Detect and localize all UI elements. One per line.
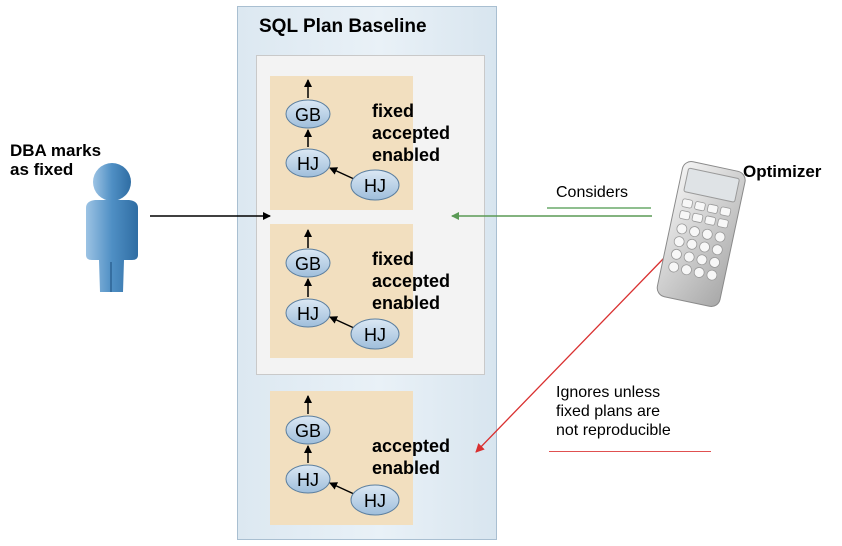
- plan-1-attr-accepted: accepted: [372, 123, 451, 143]
- plan-1-status: fixed accepted enabled: [372, 100, 450, 166]
- svg-text:HJ: HJ: [364, 491, 386, 511]
- dba-label: DBA marks as fixed: [10, 141, 101, 179]
- plan-tree-1: GB HJ HJ: [285, 79, 400, 201]
- svg-text:HJ: HJ: [364, 176, 386, 196]
- plan-1-node-hj: [285, 148, 331, 178]
- svg-text:HJ: HJ: [297, 304, 319, 324]
- considers-label: Considers: [556, 184, 629, 201]
- ignores-underline: [549, 451, 711, 452]
- svg-text:HJ: HJ: [297, 470, 319, 490]
- plan-3-attr-accepted: accepted: [372, 436, 451, 456]
- plan-tree-2: GB HJ HJ: [285, 229, 400, 350]
- plan-1-node-gb: [285, 99, 331, 129]
- dba-label-line1: DBA marks: [10, 141, 102, 160]
- plan-2-status: fixed accepted enabled: [372, 248, 450, 314]
- dba-label-line2: as fixed: [10, 160, 74, 179]
- optimizer-label: Optimizer: [743, 162, 822, 181]
- plan-1-node-hj-child: [350, 169, 400, 201]
- svg-text:GB: GB: [295, 421, 321, 441]
- svg-text:GB: GB: [295, 105, 321, 125]
- considers-underline: [547, 207, 651, 209]
- plan-2-node-hj: [285, 298, 331, 328]
- plan-3-node-hj: [285, 464, 331, 494]
- ignores-label-line2: fixed plans are: [556, 403, 661, 420]
- ignores-label: Ignores unless fixed plans are not repro…: [556, 383, 671, 440]
- plan-2-attr-enabled: enabled: [372, 293, 441, 313]
- plan-2-node-hj-child: [350, 318, 400, 350]
- plan-2-attr-accepted: accepted: [372, 271, 451, 291]
- plan-3-node-hj-child: [350, 484, 400, 516]
- svg-text:HJ: HJ: [364, 325, 386, 345]
- ignores-arrow: [475, 257, 665, 453]
- calculator-icon: [656, 161, 746, 307]
- svg-text:HJ: HJ: [297, 154, 319, 174]
- plan-3-node-gb: [285, 415, 331, 445]
- plan-tree-3: GB HJ HJ: [285, 395, 400, 516]
- ignores-label-line1: Ignores unless: [556, 384, 661, 401]
- baseline-title: SQL Plan Baseline: [259, 16, 427, 37]
- plan-2-attr-fixed: fixed: [372, 249, 415, 269]
- plan-1-attr-enabled: enabled: [372, 145, 441, 165]
- ignores-label-line3: not reproducible: [556, 422, 671, 439]
- plan-3-status: accepted enabled: [372, 435, 450, 479]
- plan-1-attr-fixed: fixed: [372, 101, 415, 121]
- plan-3-attr-enabled: enabled: [372, 458, 441, 478]
- svg-text:GB: GB: [295, 254, 321, 274]
- plan-2-node-gb: [285, 248, 331, 278]
- person-icon: [86, 163, 138, 292]
